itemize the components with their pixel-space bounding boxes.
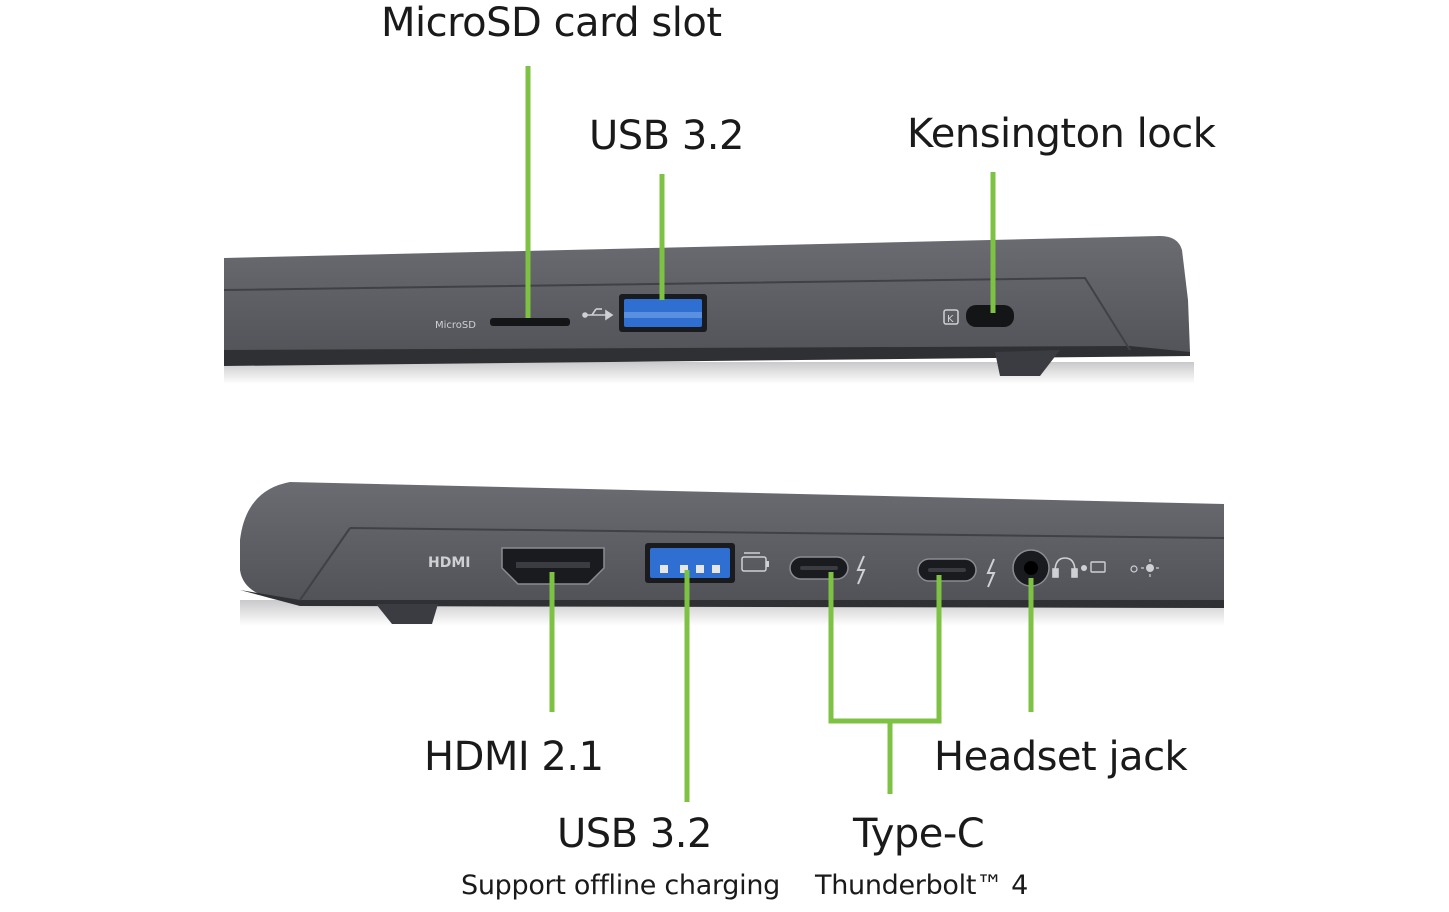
power-led-icon: [1130, 559, 1159, 577]
label-headset: Headset jack: [934, 734, 1188, 780]
hdmi-engraving: HDMI: [428, 555, 470, 571]
label-typec-note: Thunderbolt™ 4: [815, 870, 1028, 901]
microsd-engraving: MicroSD: [435, 320, 476, 331]
label-hdmi: HDMI 2.1: [424, 734, 604, 780]
headset-jack-icon: [1012, 549, 1050, 587]
usb-c-tongue: [800, 566, 838, 570]
bottom-panel-seam: [299, 527, 1225, 601]
top-shadow: [224, 362, 1194, 384]
hdmi-port-icon: [501, 547, 605, 585]
label-usb-bottom: USB 3.2: [557, 811, 712, 857]
thunderbolt-icon: [856, 555, 866, 585]
usb-charge-symbol-icon: [741, 552, 769, 572]
bottom-laptop-side: HDMI: [240, 482, 1225, 626]
leader-typec: [828, 572, 942, 794]
usb-a-port-icon: [645, 543, 735, 583]
usb-symbol-icon: [582, 308, 614, 321]
thunderbolt-icon: [986, 558, 996, 588]
bottom-bottom-edge: [240, 590, 1224, 608]
leader-lines: [525, 66, 1034, 802]
top-foot: [995, 350, 1060, 376]
microsd-slot-icon: [490, 318, 570, 326]
kensington-symbol-icon: K: [943, 309, 959, 325]
battery-led-icon: [1081, 561, 1106, 573]
kensington-slot-icon: [966, 305, 1014, 327]
label-kensington: Kensington lock: [907, 111, 1216, 157]
top-laptop-side: MicroSD K: [223, 236, 1194, 384]
svg-text:K: K: [947, 314, 954, 325]
label-typec: Type-C: [853, 811, 985, 857]
label-microsd: MicroSD card slot: [381, 0, 722, 46]
usb-a-port-icon: [619, 294, 707, 332]
top-bottom-edge: [224, 346, 1190, 366]
label-usb-note: Support offline charging: [461, 870, 780, 901]
usb-c-tongue: [928, 568, 966, 572]
headset-symbol-icon: [1052, 557, 1078, 578]
bottom-foot: [376, 604, 438, 624]
label-usb-top: USB 3.2: [589, 113, 744, 159]
top-panel-seam: [223, 276, 1131, 351]
